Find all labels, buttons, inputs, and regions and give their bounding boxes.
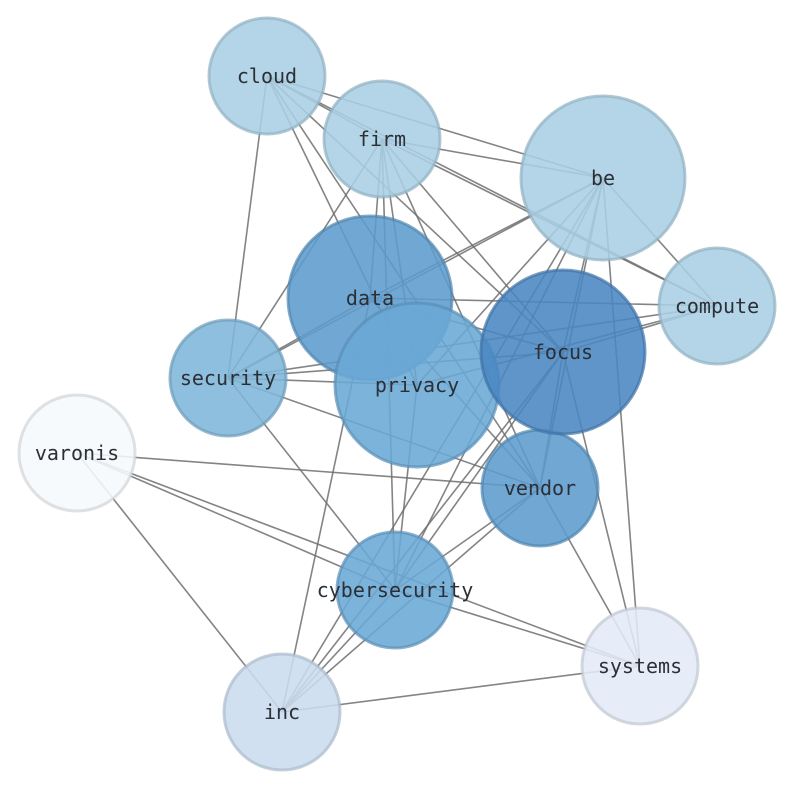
- node-label-data: data: [346, 286, 394, 310]
- node-compute: [657, 246, 777, 366]
- node-circle-inc: [222, 652, 342, 772]
- node-label-cloud: cloud: [237, 64, 297, 88]
- node-label-privacy: privacy: [375, 373, 459, 397]
- edge-varonis-vendor: [76, 452, 541, 489]
- node-circle-focus: [479, 268, 647, 436]
- node-focus: [479, 268, 647, 436]
- node-inc: [222, 652, 342, 772]
- node-circle-cloud: [207, 16, 327, 136]
- edge-firm-vendor: [381, 138, 541, 489]
- node-cybersecurity: [335, 530, 455, 650]
- node-circle-compute: [657, 246, 777, 366]
- node-label-be: be: [591, 166, 615, 190]
- node-label-varonis: varonis: [35, 441, 119, 465]
- node-circle-firm: [322, 79, 442, 199]
- node-label-cybersecurity: cybersecurity: [317, 578, 474, 602]
- node-systems: [580, 606, 700, 726]
- node-security: [168, 318, 288, 438]
- node-label-compute: compute: [675, 294, 759, 318]
- node-label-systems: systems: [598, 654, 682, 678]
- node-label-firm: firm: [358, 127, 406, 151]
- node-label-security: security: [180, 366, 276, 390]
- node-label-inc: inc: [264, 700, 300, 724]
- node-be: [519, 94, 687, 262]
- node-label-vendor: vendor: [504, 476, 576, 500]
- node-label-focus: focus: [533, 340, 593, 364]
- node-firm: [322, 79, 442, 199]
- node-circle-security: [168, 318, 288, 438]
- edge-systems-inc: [281, 665, 641, 713]
- node-circle-varonis: [17, 393, 137, 513]
- node-circle-be: [519, 94, 687, 262]
- node-circle-cybersecurity: [335, 530, 455, 650]
- node-layer: varonis systems inc cloud firm be compute secur…: [17, 16, 777, 772]
- node-circle-systems: [580, 606, 700, 726]
- node-varonis: [17, 393, 137, 513]
- node-cloud: [207, 16, 327, 136]
